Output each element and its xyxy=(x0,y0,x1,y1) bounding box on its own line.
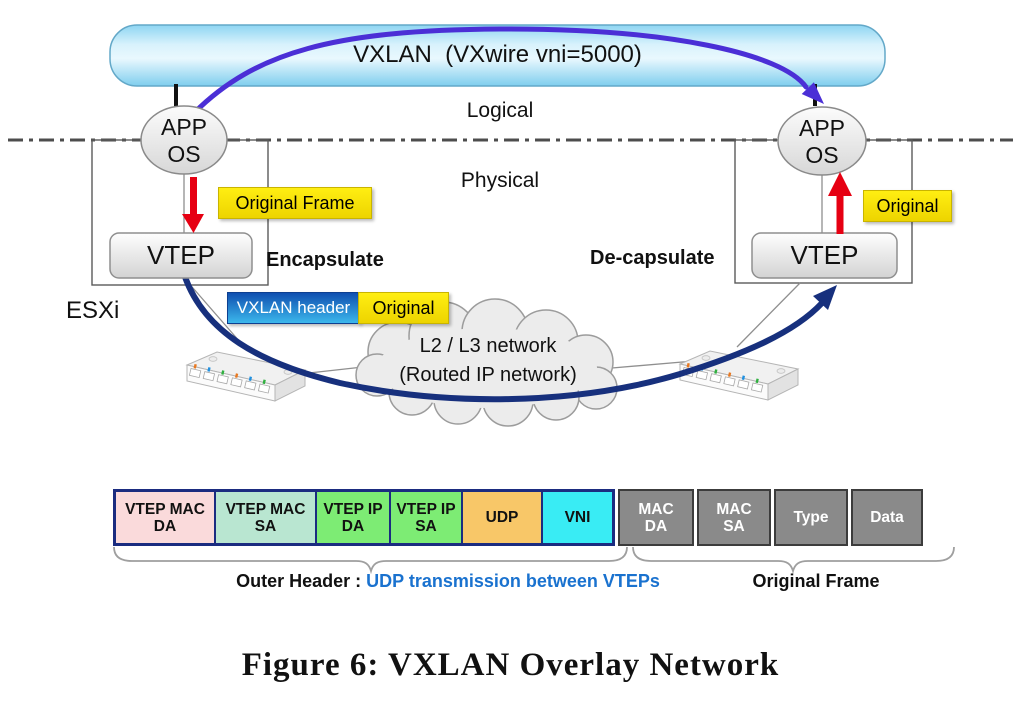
down-arrow-left xyxy=(182,177,204,233)
frame-format-strip: VTEP MAC DA VTEP MAC SA VTEP IP DA VTEP … xyxy=(113,489,923,546)
decapsulate-label: De-capsulate xyxy=(590,247,715,269)
cloud-fill xyxy=(377,328,597,408)
app-os-left-label: APP OS xyxy=(160,114,208,167)
app-os-right-label: APP OS xyxy=(798,115,846,168)
original-frame-brace xyxy=(632,546,955,575)
original-tag-encap: Original xyxy=(358,292,449,324)
cloud-label: L2 / L3 network (Routed IP network) xyxy=(399,335,577,386)
cell-vni: VNI xyxy=(543,492,612,543)
outer-header-caption: Outer Header : UDP transmission between … xyxy=(180,571,716,592)
encapsulated-path xyxy=(182,274,825,403)
logical-label: Logical xyxy=(466,99,534,122)
original-tag-right: Original xyxy=(863,190,952,222)
cell-vtep-ip-da: VTEP IP DA xyxy=(317,492,391,543)
app-os-ellipse-right xyxy=(777,106,867,176)
cell-mac-da: MAC DA xyxy=(618,489,694,546)
vxlan-pill-title: VXLAN (VXwire vni=5000) xyxy=(353,41,642,68)
original-frame-caption: Original Frame xyxy=(752,571,880,591)
vtep-box-left xyxy=(109,232,253,279)
encapsulate-label: Encapsulate xyxy=(266,249,384,271)
cell-vtep-mac-sa: VTEP MAC SA xyxy=(216,492,317,543)
cell-type: Type xyxy=(774,489,848,546)
logical-tunnel-arc xyxy=(191,26,809,116)
outer-header-group: VTEP MAC DA VTEP MAC SA VTEP IP DA VTEP … xyxy=(113,489,615,546)
up-arrow-right xyxy=(828,172,852,234)
cell-udp: UDP xyxy=(463,492,543,543)
cell-vtep-mac-da: VTEP MAC DA xyxy=(116,492,216,543)
encapsulated-path-arrowhead xyxy=(813,285,837,310)
vtep-box-right xyxy=(751,232,898,279)
figure-caption: Figure 6: VXLAN Overlay Network xyxy=(241,647,780,683)
original-frame-tag: Original Frame xyxy=(218,187,372,219)
switch-right xyxy=(679,350,799,401)
outer-header-caption-prefix: Outer Header : xyxy=(236,571,367,591)
cell-data: Data xyxy=(851,489,923,546)
vxlan-header-tag: VXLAN header xyxy=(227,292,360,324)
switch-left xyxy=(186,351,306,402)
vtep-right-label: VTEP xyxy=(790,240,859,270)
original-frame-group: MAC DA MAC SA Type Data xyxy=(618,489,923,546)
esxi-label: ESXi xyxy=(66,297,120,324)
physical-label: Physical xyxy=(460,169,540,192)
cell-mac-sa: MAC SA xyxy=(697,489,771,546)
app-os-ellipse-left xyxy=(140,105,228,175)
vtep-left-label: VTEP xyxy=(147,240,215,270)
outer-header-caption-highlight: UDP transmission between VTEPs xyxy=(366,571,660,591)
logical-tunnel-arrowhead xyxy=(801,82,824,104)
outer-header-brace xyxy=(113,546,628,575)
cell-vtep-ip-sa: VTEP IP SA xyxy=(391,492,463,543)
